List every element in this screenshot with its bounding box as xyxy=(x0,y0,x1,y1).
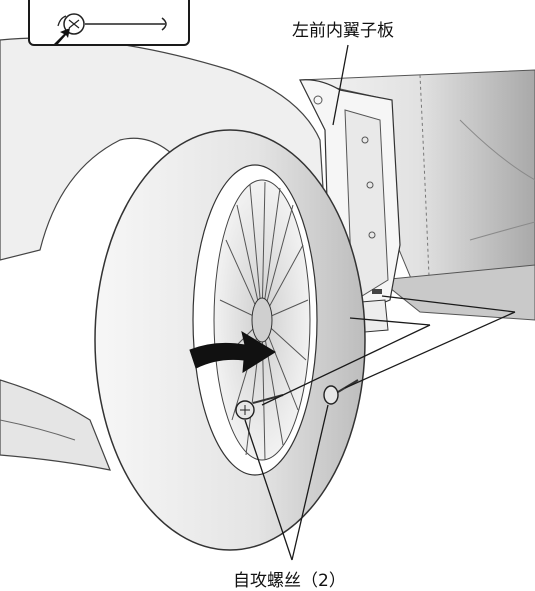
leader-lines xyxy=(244,44,516,561)
bumper-lower xyxy=(0,379,111,471)
fender-liner-label: 左前内翼子板 xyxy=(292,21,394,41)
self-tapping-screw-2 xyxy=(323,379,359,405)
rotate-arrow-icon xyxy=(189,330,276,373)
self-tapping-screw-label: 自攻螺丝（2） xyxy=(233,571,346,591)
door-seam-line xyxy=(419,74,431,301)
hub-center xyxy=(251,297,273,343)
self-tapping-screw-1 xyxy=(235,394,284,420)
rocker-panel xyxy=(378,264,535,321)
inset-detail-box xyxy=(28,0,190,46)
screwdriver-icon xyxy=(54,13,167,44)
